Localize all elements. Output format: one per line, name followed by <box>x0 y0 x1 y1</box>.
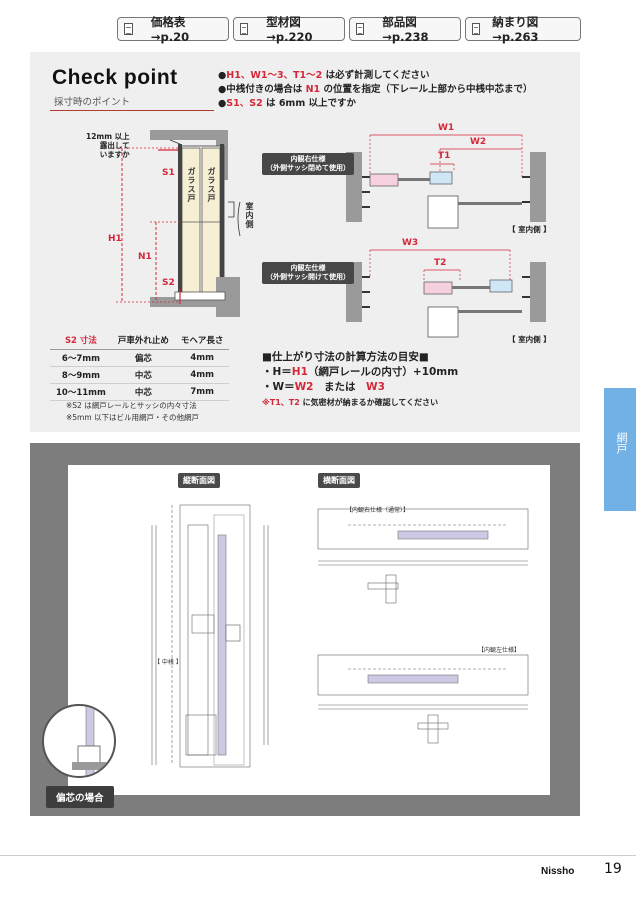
nav-price-list-button[interactable]: 価格表→p.20 <box>117 15 229 44</box>
calc-width: ・W＝W2 または W3 <box>262 381 385 393</box>
footer-divider <box>0 855 636 856</box>
protrude-note: 12mm 以上 露出して いますか <box>86 132 130 159</box>
table-cell: 8〜9mm <box>50 366 112 384</box>
check-bullets: ●H1、W1〜3、T1〜2 は必ず計測してください ●中桟付きの場合は N1 の… <box>218 69 532 111</box>
bullet-2: ●中桟付きの場合は N1 の位置を指定（下レール上部から中桟中芯まで） <box>218 84 533 95</box>
header-s2: S2 寸法 <box>50 332 112 350</box>
document-icon <box>124 23 133 35</box>
table-row: 10〜11mm 中芯 7mm <box>50 383 230 401</box>
mid-rail-label: 【 中桟 】 <box>154 659 182 666</box>
check-point-subtitle: 採寸時のポイント <box>54 97 131 108</box>
s1-label: S1 <box>162 168 175 178</box>
table-cell: 10〜11mm <box>50 383 112 401</box>
drawing-sheet: 縦断面図 横断面図 【 中桟 】 【内観右仕様（通常）】 【内観左仕様】 <box>68 465 550 795</box>
calc-height: ・H＝H1（網戸レールの内寸）+10mm <box>262 366 459 378</box>
table-row: 6〜7mm 偏芯 4mm <box>50 349 230 367</box>
screen-door-section-tab[interactable]: 網戸 <box>604 388 636 511</box>
calc-note: ※T1、T2 に気密材が納まるか確認してください <box>262 398 439 407</box>
document-icon <box>240 23 249 35</box>
table-header-row: S2 寸法 戸車外れ止め モヘア長さ <box>50 332 230 350</box>
left-spec-caption: 内観左仕様 （外側サッシ開けて使用） <box>262 262 354 284</box>
side-tab-label: 網戸 <box>615 432 628 454</box>
n1-label: N1 <box>138 252 152 262</box>
vertical-section-tag: 縦断面図 <box>178 473 220 488</box>
nav-label: 部品図→p.238 <box>382 15 429 44</box>
top-navigation: 価格表→p.20 型材図→p.220 部品図→p.238 納まり図→p.263 <box>117 15 581 44</box>
offset-case-tag: 偏芯の場合 <box>46 786 114 808</box>
table-cell: 6〜7mm <box>50 349 112 367</box>
calculation-guide: ■仕上がり寸法の計算方法の目安■ ・H＝H1（網戸レールの内寸）+10mm ・W… <box>262 350 458 410</box>
w1-label: W1 <box>438 123 455 133</box>
right-spec-caption: 内観右仕様 （外側サッシ閉めて使用） <box>262 153 354 175</box>
check-point-panel: Check point 採寸時のポイント ●H1、W1〜3、T1〜2 は必ず計測… <box>30 52 580 432</box>
vertical-measure-diagram <box>116 130 241 317</box>
left-spec-label: 【内観左仕様】 <box>478 647 521 654</box>
nav-label: 価格表→p.20 <box>150 15 190 44</box>
brand-logo: Nissho <box>541 866 575 877</box>
bullet-1: ●H1、W1〜3、T1〜2 は必ず計測してください <box>218 70 430 81</box>
table-cell: 4mm <box>174 349 230 367</box>
title-underline <box>50 110 214 111</box>
bullet-3: ●S1、S2 は 6mm 以上ですか <box>218 98 357 109</box>
nav-label: 型材図→p.220 <box>266 15 313 44</box>
s2-note-2: ※5mm 以下はビル用網戸・その他網戸 <box>66 413 200 422</box>
s2-note-1: ※S2 は網戸レールとサッシの内々寸法 <box>66 401 197 410</box>
table-cell: 中芯 <box>111 383 175 401</box>
interior-side-label: 室内側 <box>245 202 254 229</box>
section-drawing <box>151 504 529 768</box>
room-side-label-1: 【 室内側 】 <box>508 225 551 234</box>
table-cell: 4mm <box>174 366 230 384</box>
s2-dimension-table: S2 寸法 戸車外れ止め モヘア長さ 6〜7mm 偏芯 4mm 8〜9mm 中芯… <box>50 332 230 401</box>
document-icon <box>356 23 365 35</box>
horizontal-section-tag: 横断面図 <box>318 473 360 488</box>
section-drawings-panel: 縦断面図 横断面図 【 中桟 】 【内観右仕様（通常）】 【内観左仕様】 偏芯の… <box>30 443 580 816</box>
table-cell: 偏芯 <box>111 349 175 367</box>
room-side-label-2: 【 室内側 】 <box>508 335 551 344</box>
offset-detail-circle <box>42 704 116 778</box>
document-icon <box>472 23 481 35</box>
h1-label: H1 <box>108 234 122 244</box>
table-cell: 7mm <box>174 383 230 401</box>
s2-label: S2 <box>162 278 175 288</box>
header-mohair-length: モヘア長さ <box>174 332 230 350</box>
nav-label: 納まり図→p.263 <box>492 15 539 44</box>
plan-measure-diagram <box>346 134 546 338</box>
check-point-title: Check point <box>52 66 178 89</box>
t1-label: T1 <box>438 151 451 161</box>
t2-label: T2 <box>434 258 447 268</box>
right-spec-label: 【内観右仕様（通常）】 <box>346 507 410 514</box>
header-wheel-stopper: 戸車外れ止め <box>111 332 175 350</box>
nav-profile-drawing-button[interactable]: 型材図→p.220 <box>233 15 345 44</box>
glass-door-label-2: ガラス戸 <box>207 167 216 203</box>
nav-fitting-drawing-button[interactable]: 納まり図→p.263 <box>465 15 581 44</box>
w2-label: W2 <box>470 137 487 147</box>
table-row: 8〜9mm 中芯 4mm <box>50 366 230 384</box>
nav-parts-drawing-button[interactable]: 部品図→p.238 <box>349 15 461 44</box>
table-cell: 中芯 <box>111 366 175 384</box>
w3-label: W3 <box>402 238 419 248</box>
calc-heading: ■仕上がり寸法の計算方法の目安■ <box>262 351 429 363</box>
glass-door-label-1: ガラス戸 <box>187 167 196 203</box>
page-number: 19 <box>604 861 622 877</box>
